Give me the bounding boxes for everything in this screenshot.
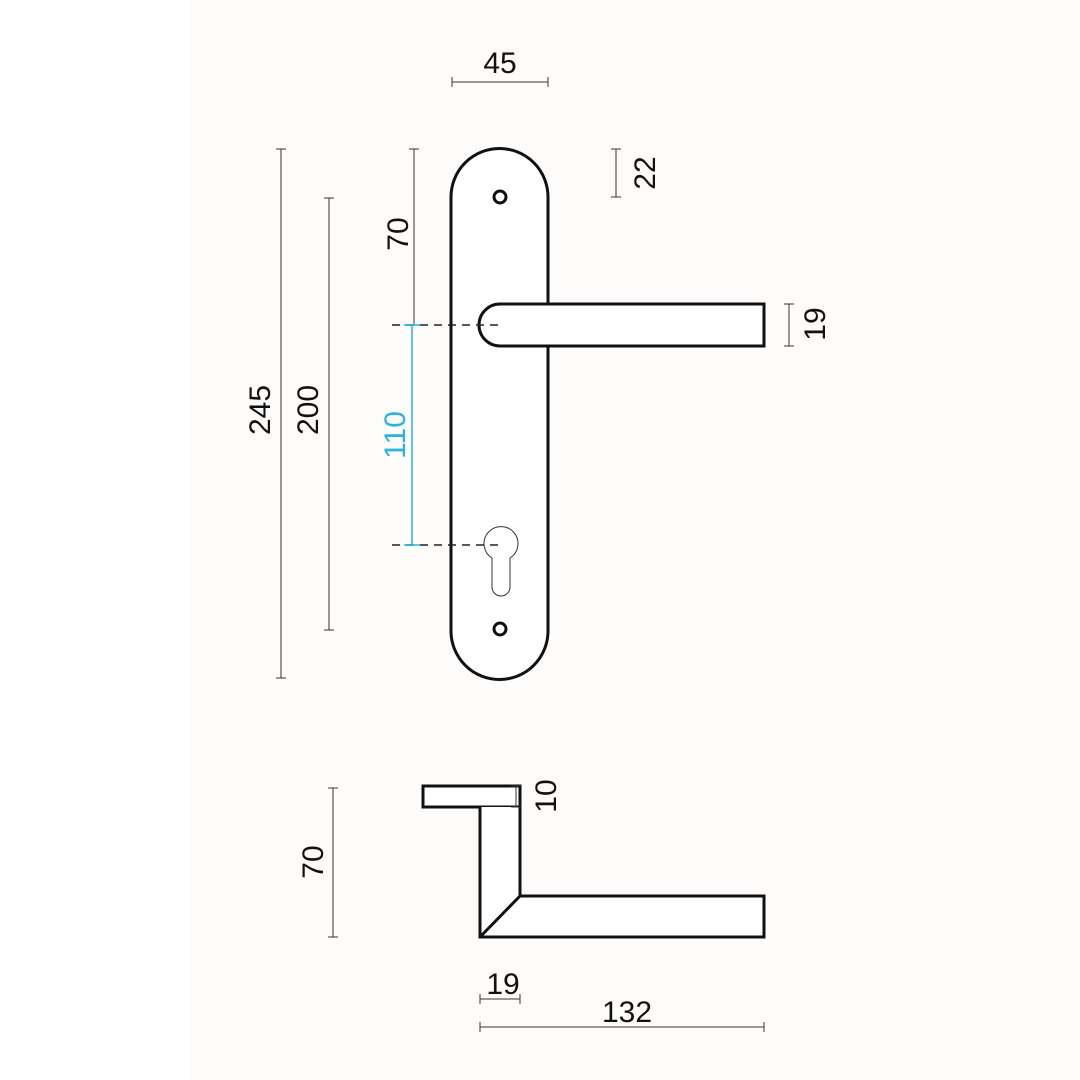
dim-screw-offset: 22 — [629, 156, 662, 189]
side-dimension-lines — [328, 785, 765, 1032]
screw-hole-top — [492, 189, 508, 205]
rose — [421, 784, 522, 809]
dim-screw-spacing: 200 — [292, 385, 325, 435]
lever-handle-side — [478, 807, 766, 939]
dim-plate-width: 45 — [483, 47, 516, 80]
dim-lever-diameter: 19 — [486, 968, 519, 1001]
dim-plate-height: 245 — [244, 385, 277, 435]
dimension-lines — [276, 77, 794, 679]
dim-rose-thickness: 10 — [530, 779, 563, 812]
dim-projection: 70 — [297, 845, 330, 878]
lever-handle-front — [477, 302, 766, 348]
front-view — [392, 147, 766, 681]
dimension-line-110 — [404, 324, 420, 546]
cylinder-keyhole — [483, 526, 519, 597]
backplate — [449, 147, 550, 681]
side-view — [421, 784, 766, 939]
dim-lever-length: 132 — [602, 996, 652, 1029]
dim-top-to-lever: 70 — [382, 217, 415, 250]
dim-lever-to-cylinder: 110 — [379, 411, 412, 459]
screw-hole-bottom — [492, 621, 508, 637]
dim-lever-height: 19 — [799, 307, 832, 340]
lever-miter — [478, 894, 522, 939]
